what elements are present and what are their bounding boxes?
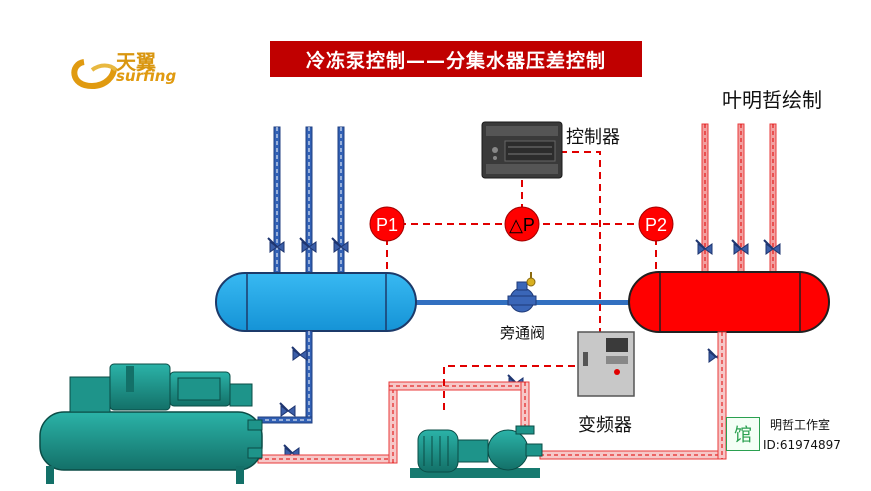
supply-risers [273, 126, 345, 276]
sensor-p1 [369, 206, 405, 242]
p2-label: P2 [645, 215, 667, 235]
sensor-p2 [638, 206, 674, 242]
bypass-valve-label: 旁通阀 [500, 324, 546, 342]
sensor-dp [504, 206, 540, 242]
return-pipe [257, 331, 727, 464]
author-credit: 叶明哲绘制 [722, 88, 822, 112]
supply-header [215, 272, 417, 332]
watermark-studio-id: ID:61974897 [763, 438, 841, 452]
pump [410, 425, 543, 478]
p1-label: P1 [376, 215, 398, 235]
logo-swirl-icon [71, 59, 118, 90]
controller-label: 控制器 [566, 127, 620, 148]
logo-brand-en: surfing [116, 67, 177, 85]
chiller [39, 363, 263, 484]
page-title: 冷冻泵控制——分集水器压差控制 [270, 41, 642, 77]
watermark-seal: 馆 [726, 417, 760, 451]
chilled-supply-pipe [257, 330, 313, 424]
watermark-studio-name: 明哲工作室 [770, 418, 831, 432]
dp-label: △P [509, 215, 535, 235]
return-risers [701, 123, 777, 275]
vfd-label: 变频器 [578, 415, 632, 436]
logo-brand-cn: 天翼 [116, 50, 156, 74]
riser-valves [267, 237, 781, 255]
controller-unit [481, 121, 563, 179]
return-header [628, 271, 830, 333]
vfd-cabinet [577, 331, 635, 397]
bypass-valve [507, 272, 537, 313]
